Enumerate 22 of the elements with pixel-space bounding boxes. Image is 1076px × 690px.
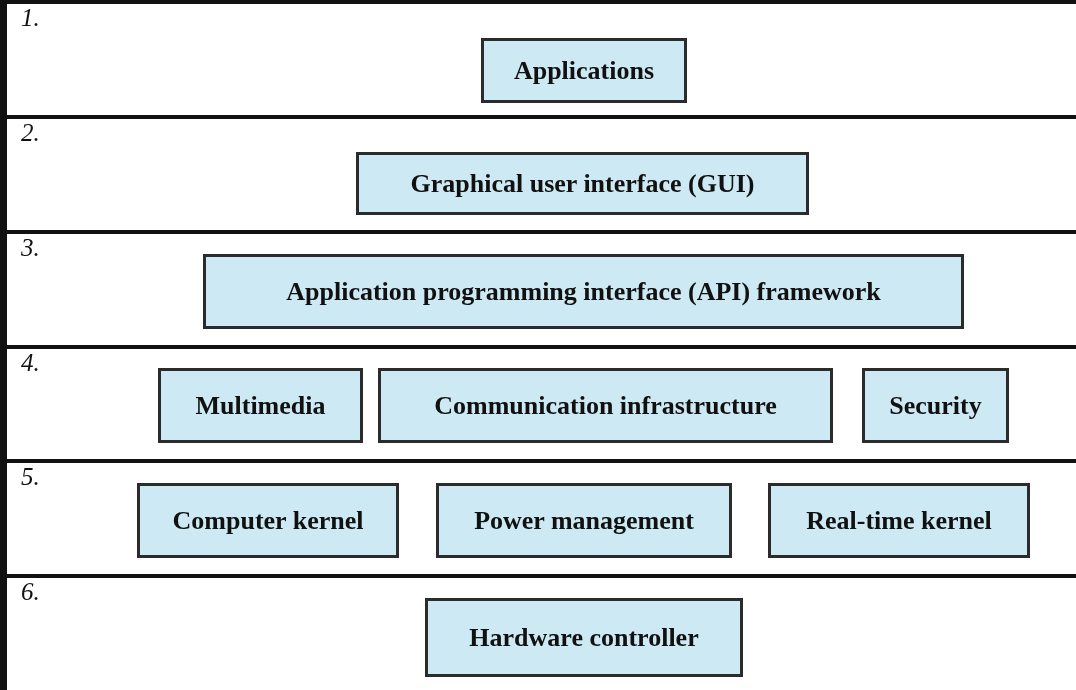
- component-box: Application programming interface (API) framework: [203, 254, 964, 329]
- layer-number: 3.: [21, 234, 40, 262]
- component-box: Communication infrastructure: [378, 368, 833, 443]
- layer-number: 5.: [21, 463, 40, 491]
- component-box: Real-time kernel: [768, 483, 1030, 558]
- layer-band: [0, 0, 1076, 117]
- layer-number: 6.: [21, 578, 40, 606]
- layer-band: [0, 230, 1076, 347]
- component-box: Multimedia: [158, 368, 363, 443]
- layer-band: [0, 115, 1076, 232]
- component-box: Computer kernel: [137, 483, 399, 558]
- component-box: Security: [862, 368, 1009, 443]
- layer-number: 4.: [21, 349, 40, 377]
- component-box: Power management: [436, 483, 732, 558]
- layer-band: [0, 459, 1076, 576]
- component-box: Hardware controller: [425, 598, 743, 677]
- layer-band: [0, 574, 1076, 690]
- layer-number: 2.: [21, 119, 40, 147]
- component-box: Graphical user interface (GUI): [356, 152, 809, 215]
- layer-band: [0, 345, 1076, 462]
- component-box: Applications: [481, 38, 687, 103]
- layer-number: 1.: [21, 4, 40, 32]
